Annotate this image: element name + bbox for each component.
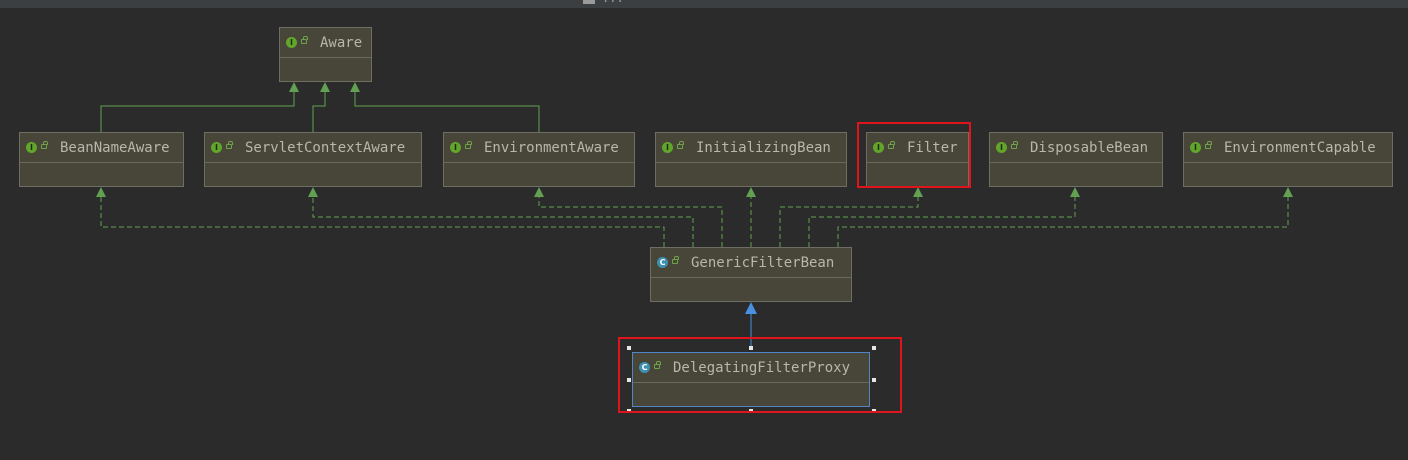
arrowhead-filter xyxy=(913,187,923,197)
arrowhead-aware-2 xyxy=(320,82,330,92)
edge-extends-group xyxy=(100,92,540,132)
lock-icon xyxy=(301,36,308,44)
node-label: EnvironmentCapable xyxy=(1224,140,1376,156)
interface-icon: I xyxy=(211,142,222,153)
edge-gfb-beannameaware xyxy=(100,197,665,247)
arrowhead-environmentcapable xyxy=(1283,187,1293,197)
arrowhead-aware-1 xyxy=(289,82,299,92)
lock-icon xyxy=(654,361,661,369)
lock-icon xyxy=(226,141,233,149)
node-label: Aware xyxy=(320,35,363,51)
highlight-box-delegatingfilterproxy xyxy=(618,337,902,413)
window-title-bar: ... xyxy=(0,0,1408,8)
interface-icon: I xyxy=(1190,142,1201,153)
node-label: GenericFilterBean xyxy=(691,255,835,271)
resize-handle-ne[interactable] xyxy=(872,346,876,350)
node-initializingbean[interactable]: I InitializingBean xyxy=(655,132,847,187)
lock-icon xyxy=(465,141,472,149)
edge-beannameaware-aware xyxy=(100,92,295,132)
edge-implements-group xyxy=(100,197,1289,247)
lock-icon xyxy=(1011,141,1018,149)
lock-icon xyxy=(677,141,684,149)
resize-handle-w[interactable] xyxy=(627,378,631,382)
node-environmentaware[interactable]: I EnvironmentAware xyxy=(443,132,635,187)
node-label: EnvironmentAware xyxy=(484,140,619,156)
resize-handle-e[interactable] xyxy=(872,378,876,382)
edge-gfb-disposablebean xyxy=(808,197,1076,247)
edge-extends-arrowheads xyxy=(289,82,360,92)
edge-implements-arrowheads xyxy=(96,187,1293,197)
arrowhead-servletcontextaware xyxy=(308,187,318,197)
node-label: ServletContextAware xyxy=(245,140,406,156)
highlight-box-filter xyxy=(857,122,971,188)
arrowhead-genericfilterbean xyxy=(745,302,757,314)
node-disposablebean[interactable]: I DisposableBean xyxy=(989,132,1163,187)
edge-gfb-environmentaware xyxy=(538,197,723,247)
lock-icon xyxy=(1205,141,1212,149)
edge-gfb-environmentcapable xyxy=(837,197,1289,247)
node-delegatingfilterproxy[interactable]: C DelegatingFilterProxy xyxy=(632,352,870,407)
node-genericfilterbean[interactable]: C GenericFilterBean xyxy=(650,247,852,302)
arrowhead-disposablebean xyxy=(1070,187,1080,197)
interface-icon: I xyxy=(450,142,461,153)
class-icon: C xyxy=(639,362,650,373)
edge-gfb-filter xyxy=(779,197,919,247)
interface-icon: I xyxy=(873,142,884,153)
node-servletcontextaware[interactable]: I ServletContextAware xyxy=(204,132,422,187)
interface-icon: I xyxy=(286,37,297,48)
node-beannameaware[interactable]: I BeanNameAware xyxy=(19,132,184,187)
node-label: BeanNameAware xyxy=(60,140,170,156)
arrowhead-beannameaware xyxy=(96,187,106,197)
window-title: ... xyxy=(602,0,624,5)
lock-icon xyxy=(888,141,895,149)
interface-icon: I xyxy=(662,142,673,153)
node-environmentcapable[interactable]: I EnvironmentCapable xyxy=(1183,132,1393,187)
arrowhead-aware-3 xyxy=(350,82,360,92)
node-label: InitializingBean xyxy=(696,140,831,156)
edge-environmentaware-aware xyxy=(354,92,540,132)
interface-icon: I xyxy=(996,142,1007,153)
lock-icon xyxy=(672,256,679,264)
arrowhead-initializingbean xyxy=(746,187,756,197)
resize-handle-nw[interactable] xyxy=(627,346,631,350)
node-label: Filter xyxy=(907,140,958,156)
node-aware[interactable]: I Aware xyxy=(279,27,372,82)
class-icon: C xyxy=(657,257,668,268)
interface-icon: I xyxy=(26,142,37,153)
lock-icon xyxy=(41,141,48,149)
node-label: DelegatingFilterProxy xyxy=(673,360,851,376)
edge-gfb-servletcontextaware xyxy=(312,197,694,247)
resize-handle-n[interactable] xyxy=(749,346,753,350)
file-icon xyxy=(583,0,595,4)
edge-servletcontextaware-aware xyxy=(312,92,326,132)
node-label: DisposableBean xyxy=(1030,140,1149,156)
arrowhead-environmentaware xyxy=(534,187,544,197)
node-filter[interactable]: I Filter xyxy=(866,132,969,187)
